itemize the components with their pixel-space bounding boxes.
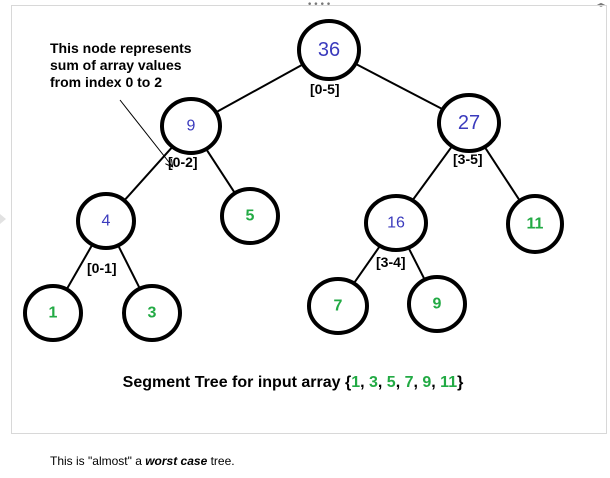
tree-node-circle	[506, 194, 564, 254]
tree-edge-n9a-n4	[122, 144, 175, 203]
tree-edge-n16-n9b	[406, 245, 427, 282]
caption-array-item: 7	[405, 374, 414, 391]
tree-edge-n27-n11	[482, 145, 522, 203]
tree-edge-n36-n27	[353, 62, 446, 112]
resize-arrows-icon[interactable]: ◂▸	[596, 0, 605, 9]
diagram-caption: Segment Tree for input array {1, 3, 5, 7…	[123, 374, 464, 391]
tree-node-5: 5	[220, 187, 280, 245]
tree-node-36: 36	[297, 19, 361, 81]
footer-text-end: tree.	[207, 454, 235, 468]
tree-node-circle	[437, 93, 501, 153]
range-label-16: [3-4]	[376, 254, 406, 270]
tree-node-9: 9	[160, 97, 222, 155]
tree-node-27: 27	[437, 93, 501, 153]
tree-node-9: 9	[407, 275, 467, 333]
footer-emphasis: worst case	[145, 454, 208, 468]
tree-edges	[65, 62, 522, 291]
tree-node-circle	[76, 192, 136, 250]
tree-range-labels: [0-5] [0-2] [3-5] [0-1] [3-4]	[87, 81, 483, 276]
tree-node-circle	[160, 97, 222, 155]
range-label-9: [0-2]	[168, 154, 198, 170]
tree-node-7: 7	[307, 277, 369, 335]
tree-node-circle	[122, 284, 182, 342]
caption-array-item: 9	[422, 374, 431, 391]
annotation-line: This node represents	[50, 40, 192, 56]
tree-node-4: 4	[76, 192, 136, 250]
tree-node-value: 16	[387, 215, 405, 232]
tree-node-circle	[297, 19, 361, 81]
caption-separator: ,	[413, 374, 422, 391]
annotation-line: sum of array values	[50, 57, 182, 73]
tree-node-value: 4	[102, 213, 111, 230]
caption-array-item: 5	[387, 374, 396, 391]
caption-suffix: }	[457, 374, 463, 391]
annotation-line: from index 0 to 2	[50, 74, 162, 90]
tree-edge-n16-n7	[352, 243, 382, 286]
range-label-4: [0-1]	[87, 260, 117, 276]
tree-node-value: 27	[458, 112, 480, 134]
tree-node-11: 11	[506, 194, 564, 254]
caption-separator: ,	[360, 374, 369, 391]
tree-node-value: 11	[527, 216, 544, 233]
footer-text-start: This is "almost" a	[50, 454, 146, 468]
tree-node-16: 16	[364, 194, 428, 252]
tree-node-value: 5	[246, 208, 255, 225]
range-label-36: [0-5]	[310, 81, 340, 97]
side-collapse-handle-icon[interactable]	[0, 214, 6, 224]
tree-node-value: 7	[334, 298, 343, 315]
caption-array-item: 3	[369, 374, 378, 391]
tree-node-circle	[307, 277, 369, 335]
tree-node-circle	[407, 275, 467, 333]
caption-prefix: Segment Tree for input array {	[123, 374, 352, 391]
caption-separator: ,	[431, 374, 440, 391]
range-label-27: [3-5]	[453, 151, 483, 167]
tree-node-value: 9	[433, 296, 442, 313]
tree-node-value: 36	[318, 39, 340, 61]
caption-separator: ,	[396, 374, 405, 391]
tree-node-value: 1	[49, 305, 58, 322]
caption-array-item: 1	[351, 374, 360, 391]
tree-edge-n36-n9a	[213, 62, 305, 115]
footer-note: This is "almost" a worst case tree.	[50, 454, 235, 468]
tree-node-3: 3	[122, 284, 182, 342]
tree-edge-n4-n1	[65, 243, 94, 291]
tree-node-value: 3	[148, 305, 157, 322]
tree-edge-n27-n16	[410, 144, 454, 203]
caption-array-item: 11	[440, 374, 457, 391]
diagram-frame	[11, 5, 607, 434]
annotation-arrow	[119, 99, 172, 166]
tree-edge-n9a-n5	[204, 147, 237, 195]
caption-separator: ,	[378, 374, 387, 391]
tree-node-circle	[220, 187, 280, 245]
tree-node-value: 9	[187, 118, 196, 135]
tree-node-1: 1	[23, 284, 83, 342]
tree-node-circle	[364, 194, 428, 252]
tree-node-circle	[23, 284, 83, 342]
tree-edge-n4-n3	[116, 243, 142, 291]
